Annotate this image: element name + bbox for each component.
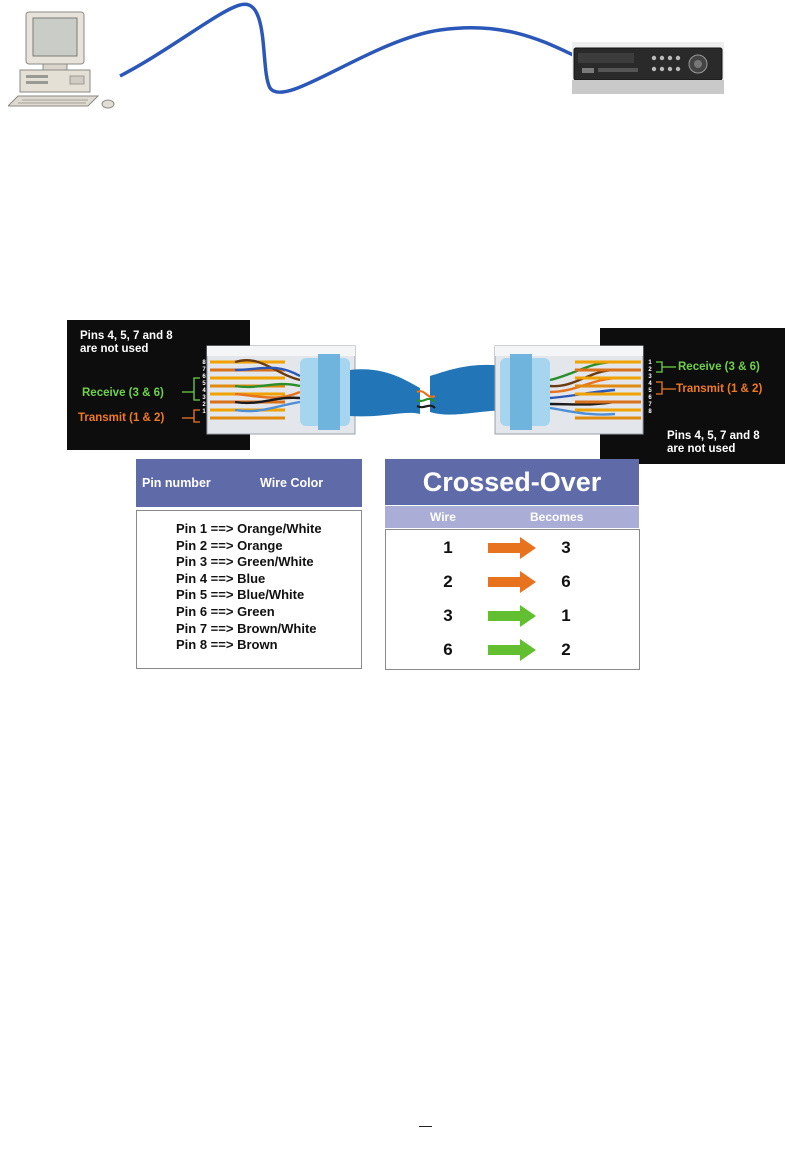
becomes-number: 6: [561, 572, 571, 591]
crossover-title: Crossed-Over: [385, 459, 639, 505]
pin-row: Pin 3 ==> Green/White: [176, 554, 314, 570]
mapping-arrow-icon: [488, 537, 536, 559]
crossover-subheader: Wire Becomes: [385, 506, 639, 528]
pin-row: Pin 5 ==> Blue/White: [176, 587, 305, 603]
desktop-computer-icon: [8, 10, 118, 112]
left-unused-note-line1: Pins 4, 5, 7 and 8: [80, 330, 173, 342]
pin-row: Pin 6 ==> Green: [176, 603, 275, 619]
pin-row: Pin 2 ==> Orange: [176, 537, 283, 553]
crossover-body: 1 3 2 6 3 1 6 2: [385, 529, 640, 670]
wire-column-header: Wire: [430, 510, 456, 524]
becomes-number: 1: [561, 606, 571, 625]
pin-row: Pin 1 ==> Orange/White: [176, 521, 322, 536]
crossover-cable-illustration: [206, 345, 644, 435]
pin-table-header: Pin number Wire Color: [136, 459, 362, 507]
becomes-number: 3: [561, 538, 571, 557]
becomes-number: 2: [561, 640, 571, 659]
right-receive-label: Receive (3 & 6): [678, 361, 760, 373]
pin-number-header: Pin number: [142, 476, 211, 490]
mapping-arrow-icon: [488, 639, 536, 661]
mapping-arrow-icon: [488, 605, 536, 627]
pin-row: Pin 7 ==> Brown/White: [176, 620, 317, 636]
left-transmit-label: Transmit (1 & 2): [78, 412, 165, 424]
left-bracket-lines: [182, 377, 200, 423]
right-transmit-label: Transmit (1 & 2): [676, 383, 763, 395]
wire-number: 2: [443, 572, 453, 591]
wire-color-header: Wire Color: [260, 476, 324, 490]
right-unused-note-line1: Pins 4, 5, 7 and 8: [667, 430, 760, 442]
left-receive-label: Receive (3 & 6): [82, 387, 164, 399]
right-unused-note-line2: are not used: [667, 443, 736, 455]
pin-row: Pin 4 ==> Blue: [176, 570, 266, 586]
wire-number: 6: [443, 640, 453, 659]
page-marker: [419, 1126, 432, 1127]
left-unused-note-line2: are not used: [80, 343, 149, 355]
wire-number: 1: [443, 538, 453, 557]
becomes-column-header: Becomes: [530, 510, 584, 524]
network-cable: [119, 2, 581, 94]
pin-row: Pin 8 ==> Brown: [176, 637, 278, 653]
dvr-recorder-icon: [572, 42, 724, 94]
wire-number: 3: [443, 606, 453, 625]
mapping-arrow-icon: [488, 571, 536, 593]
right-bracket-lines: [656, 361, 676, 395]
